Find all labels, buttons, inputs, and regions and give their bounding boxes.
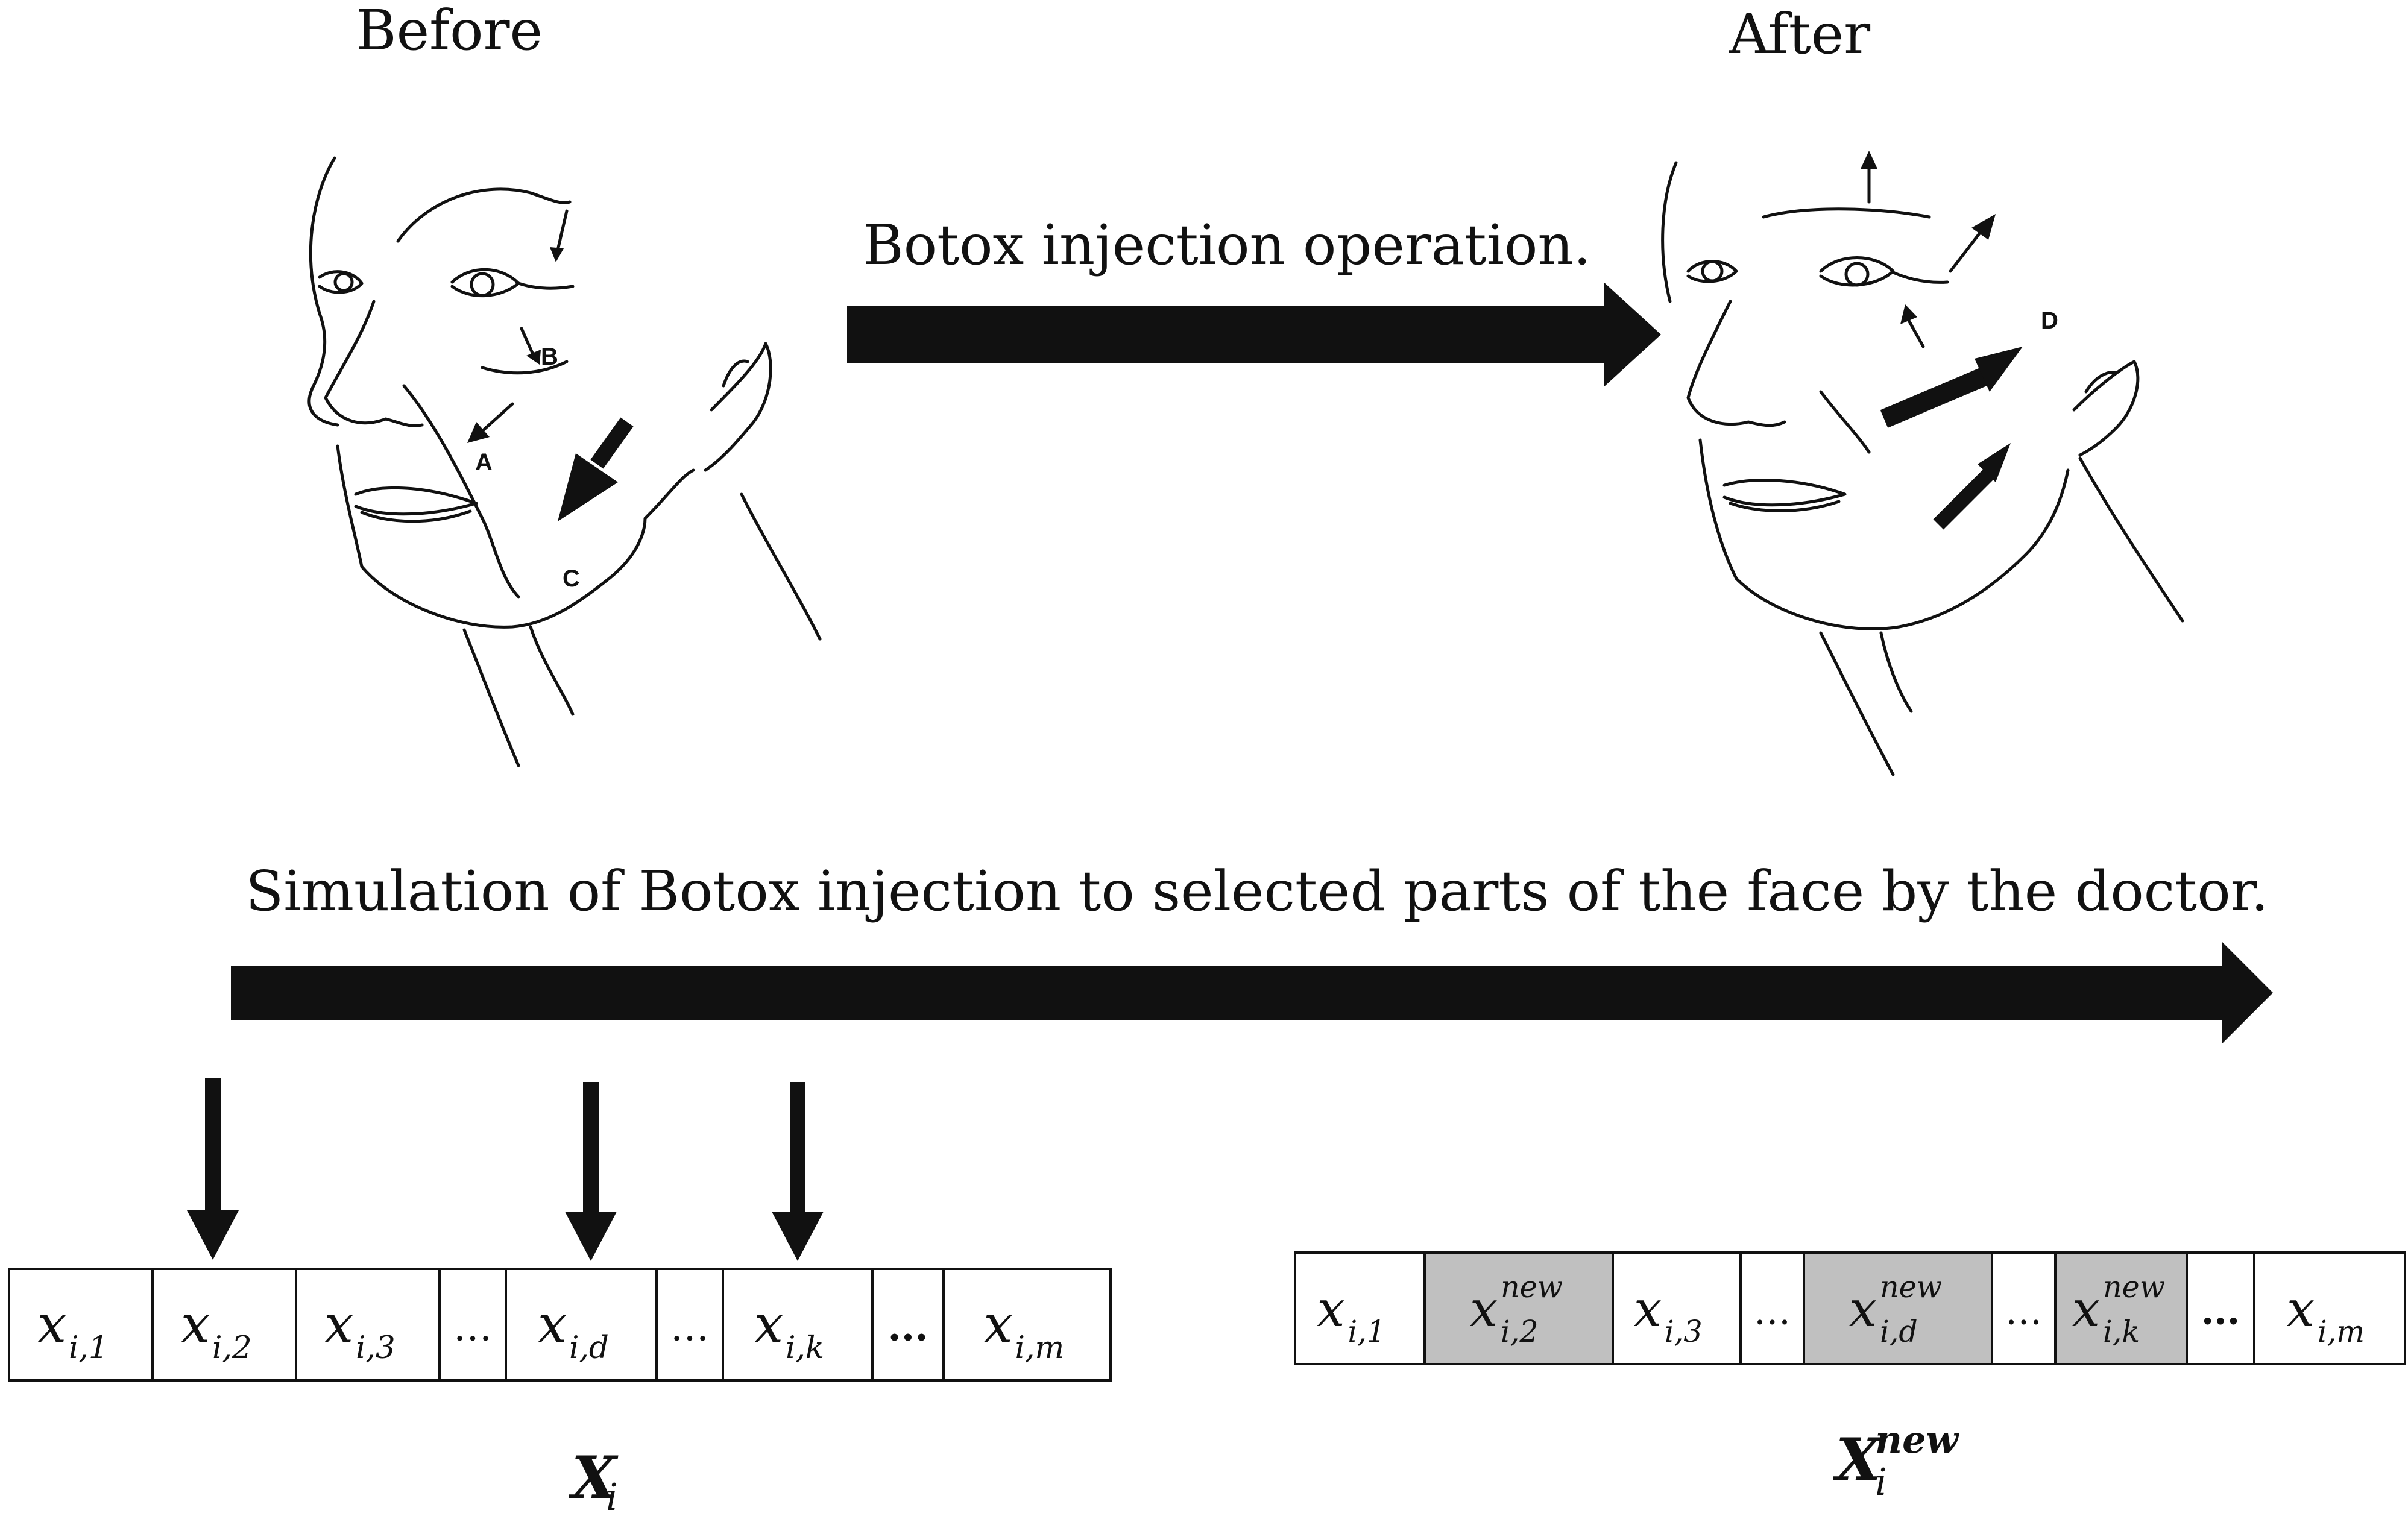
- injection-caption: Botox injection operation.: [863, 213, 1591, 277]
- vector-after-label: X i new: [1832, 1418, 1960, 1504]
- vector-after-label-main: X: [1832, 1426, 1883, 1494]
- cell-ellipsis: …: [453, 1304, 493, 1350]
- cell-subscript: i,k: [2103, 1314, 2140, 1349]
- cell-base: x: [37, 1295, 67, 1355]
- cell-ellipsis: …: [2005, 1289, 2043, 1333]
- cell-ellipsis: ...: [887, 1304, 928, 1350]
- cell-subscript: i,3: [1665, 1314, 1703, 1349]
- cell-base: x: [754, 1295, 784, 1355]
- before-label: Before: [356, 0, 543, 63]
- cell-subscript: i,3: [356, 1330, 396, 1366]
- cell-superscript: new: [2103, 1269, 2165, 1304]
- vector-cell: …: [1991, 1251, 2057, 1365]
- after-label: After: [1729, 2, 1870, 66]
- cell-subscript: i,m: [2318, 1314, 2365, 1349]
- cell-base: x: [324, 1295, 354, 1355]
- vector-cell: …: [655, 1268, 724, 1382]
- vector-cell: ...: [871, 1268, 945, 1382]
- simulation-caption: Simulation of Botox injection to selecte…: [245, 859, 2268, 923]
- face-mark-c: C: [563, 565, 580, 592]
- cell-subscript: i,k: [786, 1330, 824, 1366]
- selection-arrows: [187, 1078, 824, 1261]
- cell-subscript: i,m: [1015, 1330, 1065, 1366]
- cell-base: x: [181, 1295, 210, 1355]
- vector-before-label-sub: i: [606, 1475, 618, 1519]
- cell-subscript: i,d: [1880, 1314, 1918, 1349]
- cell-subscript: i,2: [212, 1330, 252, 1366]
- cell-base: x: [983, 1295, 1013, 1355]
- cell-ellipsis: ...: [2201, 1289, 2240, 1333]
- cell-subscript: i,2: [1501, 1314, 1539, 1349]
- cell-ellipsis: …: [670, 1304, 710, 1350]
- vector-after-label-sup: new: [1875, 1418, 1960, 1462]
- vector-cell: …: [438, 1268, 507, 1382]
- simulation-arrow: [231, 942, 2273, 1044]
- cell-base: x: [1317, 1281, 1344, 1338]
- cell-subscript: i,1: [69, 1330, 109, 1366]
- selection-arrow-3: [772, 1082, 824, 1261]
- vector-cell: ...: [2186, 1251, 2255, 1365]
- before-face-illustration: A B C: [307, 156, 822, 767]
- injection-arrow: [847, 282, 1661, 387]
- cell-base: x: [538, 1295, 567, 1355]
- face-mark-d: D: [2041, 307, 2058, 334]
- cell-superscript: new: [1880, 1269, 1942, 1304]
- vector-before-label: X i: [568, 1444, 619, 1519]
- selection-arrow-2: [565, 1082, 617, 1261]
- cell-subscript: i,d: [569, 1330, 609, 1366]
- after-face-illustration: D: [1661, 151, 2184, 776]
- cell-base: x: [1470, 1281, 1498, 1338]
- vector-after-label-sub: i: [1875, 1460, 1887, 1504]
- selection-arrow-1: [187, 1078, 239, 1260]
- face-mark-b: B: [541, 344, 558, 370]
- cell-base: x: [1634, 1281, 1662, 1338]
- cell-superscript: new: [1501, 1269, 1563, 1304]
- vector-cell: …: [1739, 1251, 1805, 1365]
- cell-base: x: [2287, 1281, 2315, 1338]
- cell-base: x: [1849, 1281, 1877, 1338]
- cell-subscript: i,1: [1348, 1314, 1386, 1349]
- vector-before-label-main: X: [568, 1444, 619, 1512]
- face-mark-a: A: [475, 449, 493, 476]
- cell-ellipsis: …: [1754, 1289, 1791, 1333]
- cell-base: x: [2072, 1281, 2100, 1338]
